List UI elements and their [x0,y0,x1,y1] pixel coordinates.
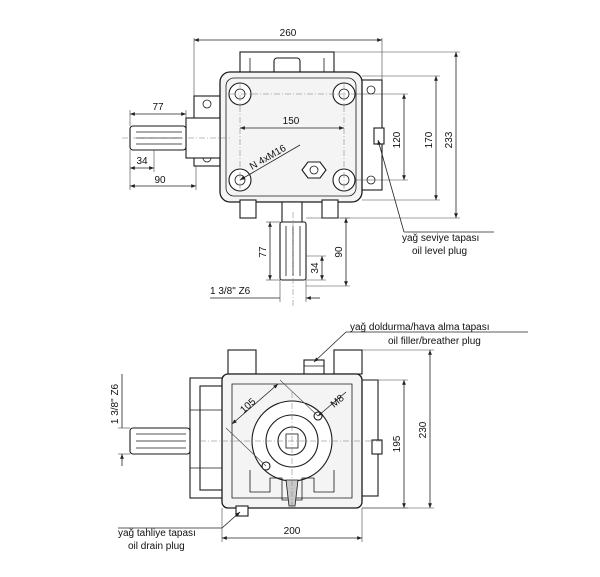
dim-shaft-77: 77 [129,102,187,126]
filler-label-en: oil filler/breather plug [388,336,481,347]
dim-label-150: 150 [283,116,300,127]
dim-bottom-34: 34 [306,255,326,281]
oil-level-label-en: oil level plug [412,246,467,257]
drain-label-en: oil drain plug [128,541,185,552]
oil-level-plug [301,161,327,179]
drain-label-tr: yağ tahliye tapası [118,528,196,539]
dim-label-120: 120 [392,131,403,148]
right-flange [359,379,379,497]
top-cap-left [227,349,257,375]
dim-bolt-150: 150 [240,116,344,130]
top-view: 260 150 [122,28,494,306]
dim-label-34: 34 [136,156,148,167]
dim-label-bottom-90: 90 [334,246,345,258]
dim-label-spline-top: 1 3/8" Z6 [210,286,251,297]
filler-label-tr: yağ doldurma/hava alma tapası [350,322,490,333]
dim-bottom-77: 77 [258,221,280,281]
dim-label-bottom-77: 77 [258,246,269,258]
front-view: 105 M8 1 3/8" Z6 195 [110,322,528,552]
dim-height-170: 170 [362,75,440,201]
dim-label-200: 200 [284,526,301,537]
mount-hole [202,99,212,109]
bottom-boss [239,199,257,219]
dim-spline-front: 1 3/8" Z6 [110,374,130,466]
dim-label-77: 77 [152,102,164,113]
dim-label-spline-front: 1 3/8" Z6 [110,383,121,424]
dim-h230: 230 [362,349,434,509]
input-shaft-top [122,117,230,159]
output-shaft-top [279,212,307,306]
dim-shaft-90: 90 [129,166,197,190]
oil-level-callout: yağ seviye tapası oil level plug [377,139,494,257]
drain-callout: yağ tahliye tapası oil drain plug [118,511,241,552]
dim-label-260: 260 [280,28,297,39]
dim-label-233: 233 [444,131,455,148]
dim-label-90: 90 [154,175,166,186]
right-plug [371,439,383,455]
dim-label-230: 230 [418,421,429,438]
dim-bottom-90: 90 [306,217,350,287]
side-plug [373,127,385,145]
dim-w200: 200 [221,508,363,542]
input-shaft-front [129,427,191,455]
dim-label-170: 170 [424,131,435,148]
oil-level-label-tr: yağ seviye tapası [402,233,479,244]
drain-plug [235,505,249,517]
left-flange-inner [199,385,225,491]
dim-label-bottom-34: 34 [310,262,321,274]
bottom-boss [281,201,303,225]
dim-shaft-34: 34 [129,150,155,172]
dim-height-120: 120 [356,93,408,181]
top-cap-right [333,349,363,375]
dim-spline-top: 1 3/8" Z6 [210,280,320,302]
filler-callout: yağ doldurma/hava alma tapası oil filler… [313,322,528,363]
dim-label-195: 195 [392,435,403,452]
bottom-boss [321,199,339,219]
